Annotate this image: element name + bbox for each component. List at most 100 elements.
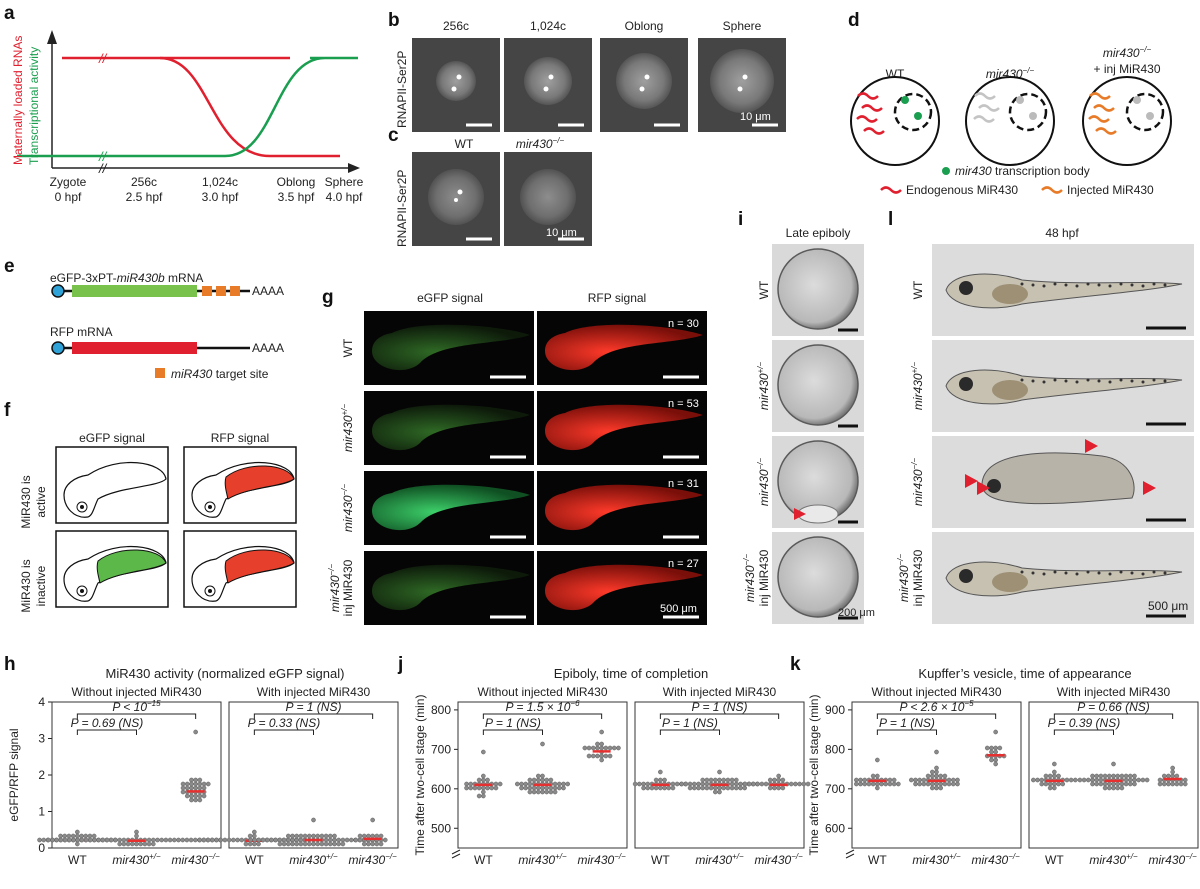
data-point (327, 837, 333, 843)
embryo (777, 536, 859, 618)
data-point (91, 833, 97, 839)
data-point (854, 781, 859, 787)
eye (204, 501, 216, 513)
melanophore (1097, 379, 1101, 383)
data-point (913, 777, 918, 783)
data-point (599, 741, 604, 747)
data-point (332, 837, 337, 843)
data-point (180, 837, 185, 843)
stage-label: Sphere (723, 19, 762, 33)
data-point (946, 781, 952, 787)
text-span: mir430 (1149, 853, 1186, 867)
legend-transcription-body: mir430 transcription body (955, 164, 1090, 178)
data-point (256, 837, 262, 843)
data-point (586, 753, 592, 759)
data-point (700, 777, 706, 783)
data-point (1098, 781, 1104, 787)
panel-letter-b: b (388, 10, 400, 31)
col-label-egfp: eGFP signal (79, 431, 145, 445)
melanophore (1108, 284, 1112, 288)
arrowhead-icon (965, 474, 978, 488)
data-point (866, 781, 872, 787)
data-point (1107, 785, 1112, 791)
tissue-fill (224, 549, 295, 584)
data-point (925, 781, 931, 787)
data-point (951, 777, 956, 783)
data-point (273, 837, 279, 843)
text-span: −5 (964, 699, 974, 708)
curve-maternal-drop (159, 56, 340, 158)
eye (959, 281, 973, 295)
text-span: WT (757, 280, 771, 299)
data-point (294, 841, 300, 847)
data-point (658, 769, 663, 775)
y-tick-label: 2 (38, 768, 45, 782)
data-point (1182, 777, 1188, 783)
data-point (708, 777, 714, 783)
text-span: mir430 (695, 853, 732, 867)
data-point (497, 781, 503, 787)
text-span: +/− (949, 852, 961, 861)
data-point (336, 837, 342, 843)
data-point (210, 837, 215, 843)
data-point (1119, 773, 1125, 779)
data-point (117, 841, 122, 847)
p-value-label: P = 1 (NS) (485, 716, 541, 730)
group-title: With injected MiR430 (1057, 685, 1171, 699)
data-point (913, 781, 918, 787)
data-point (938, 773, 944, 779)
data-point (1170, 773, 1175, 779)
text-span: −/− (910, 458, 919, 470)
data-point (252, 837, 257, 843)
data-point (696, 781, 701, 787)
col-label-egfp-g: eGFP signal (417, 291, 483, 305)
title-i: Late epiboly (786, 226, 851, 240)
data-point (942, 773, 948, 779)
stage-label: 1,024c (530, 19, 566, 33)
data-point (1178, 781, 1184, 787)
data-point (1174, 781, 1180, 787)
data-point (348, 837, 354, 843)
data-point (930, 773, 935, 779)
data-point (603, 753, 609, 759)
data-point (687, 785, 693, 791)
row-label: WT (757, 280, 771, 299)
arrowhead-icon (1085, 439, 1098, 453)
data-point (1047, 785, 1053, 791)
data-point (645, 785, 651, 791)
data-point (858, 781, 863, 787)
data-point (536, 777, 541, 783)
group-title: Without injected MiR430 (871, 685, 1001, 699)
data-point (117, 837, 122, 843)
data-point (1136, 777, 1141, 783)
legend-target-icon (155, 368, 165, 378)
text-span: mir430 (112, 853, 149, 867)
data-point (1170, 781, 1175, 787)
data-point (353, 837, 359, 843)
data-point (776, 777, 781, 783)
y-axis-label: Time after two-cell stage (min) (807, 695, 821, 856)
text-span: mir430 (897, 565, 911, 602)
text-span: inj MiR430 (341, 559, 355, 616)
data-point (531, 777, 537, 783)
melanophore (1163, 283, 1167, 287)
data-point (205, 837, 211, 843)
data-point (700, 781, 706, 787)
nucleus (524, 57, 572, 105)
data-point (493, 781, 499, 787)
eye (76, 585, 88, 597)
rfp-cds (72, 342, 197, 354)
significance-bracket (659, 713, 780, 719)
melanophore (1042, 284, 1046, 288)
data-point (891, 777, 897, 783)
x-tick-label: mir430−/− (172, 852, 221, 867)
data-point (544, 777, 550, 783)
data-point (476, 777, 482, 783)
melanophore (1020, 282, 1024, 286)
data-point (201, 781, 207, 787)
data-point (201, 793, 207, 799)
x-tick-label: WT (651, 853, 670, 867)
data-point (767, 785, 773, 791)
